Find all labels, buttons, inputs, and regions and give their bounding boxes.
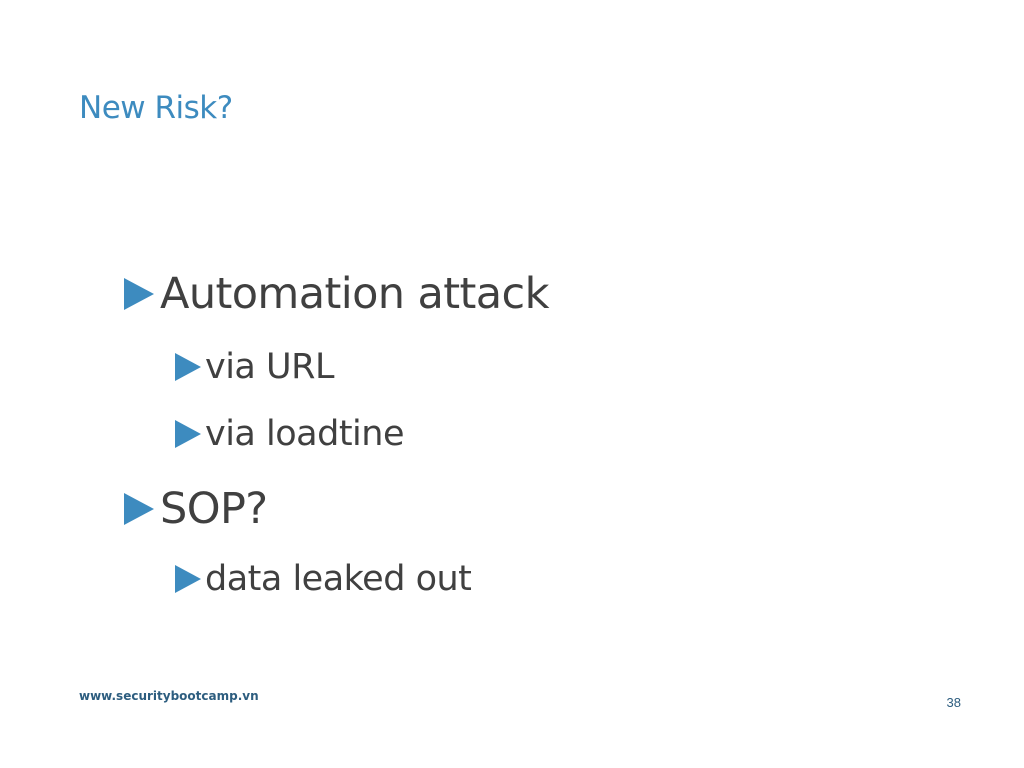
- bullet-text: SOP?: [160, 484, 268, 534]
- bullet-text: data leaked out: [205, 559, 472, 599]
- bullet-text: Automation attack: [160, 269, 549, 319]
- bullet-item-sop: SOP?: [124, 481, 268, 537]
- bullet-item-via-loadtine: via loadtine: [175, 411, 404, 457]
- bullet-arrow-icon: [124, 493, 154, 525]
- bullet-text: via loadtine: [205, 414, 404, 454]
- page-number: 38: [946, 695, 961, 710]
- bullet-arrow-icon: [175, 565, 201, 593]
- bullet-item-data-leaked-out: data leaked out: [175, 556, 472, 602]
- footer-url: www.securitybootcamp.vn: [79, 689, 259, 703]
- bullet-arrow-icon: [175, 420, 201, 448]
- bullet-item-automation-attack: Automation attack: [124, 266, 549, 322]
- bullet-arrow-icon: [124, 278, 154, 310]
- slide-title: New Risk?: [79, 90, 233, 126]
- bullet-arrow-icon: [175, 353, 201, 381]
- bullet-text: via URL: [205, 347, 334, 387]
- bullet-item-via-url: via URL: [175, 344, 334, 390]
